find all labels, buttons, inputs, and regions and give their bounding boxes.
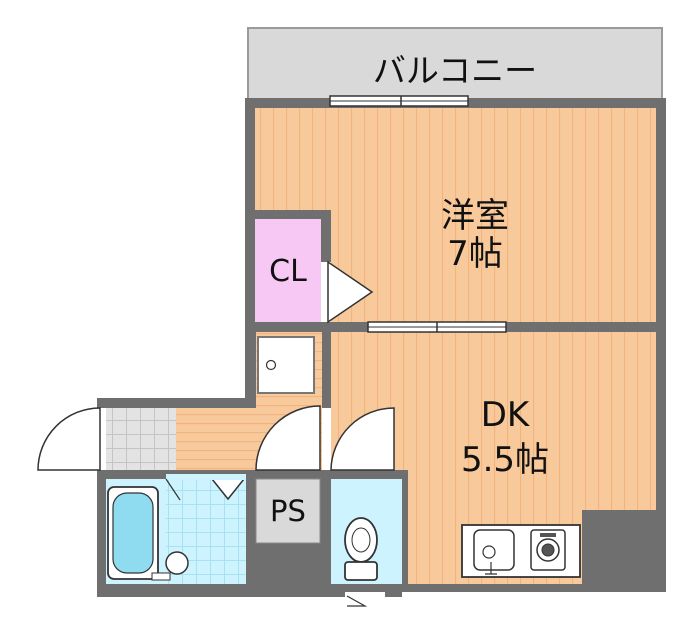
- toilet-door-gap: [345, 592, 385, 598]
- balcony-label: バルコニー: [372, 51, 538, 90]
- dk-name: DK: [480, 395, 530, 435]
- western-room-size: 7帖: [447, 234, 503, 274]
- balcony: [247, 27, 663, 101]
- washroom-opening: [166, 474, 246, 480]
- wall-closet-top: [245, 210, 331, 219]
- wall-toilet-right: [402, 470, 408, 592]
- entrance-door-icon: [37, 407, 101, 471]
- closet-door-icon: [327, 260, 374, 324]
- toilet-door-mark: [346, 595, 368, 607]
- toilet-icon: [344, 517, 378, 581]
- dk-door-icon: [330, 407, 395, 471]
- wall-dk-corner: [582, 510, 666, 592]
- pipe-space: [255, 478, 321, 544]
- bathtub-water: [112, 492, 154, 574]
- closet-label: CL: [269, 254, 307, 289]
- dk-size: 5.5帖: [460, 440, 550, 480]
- wall-wash-right: [246, 479, 255, 597]
- entrance-floor: [106, 408, 176, 470]
- wall-hall-bottom: [97, 470, 402, 479]
- closet-opening: [321, 262, 331, 322]
- pipe-space-label: PS: [270, 494, 306, 528]
- entrance-door-gap: [97, 408, 106, 470]
- dk-door-gap: [322, 408, 331, 470]
- washroom-door-icon: [255, 405, 321, 471]
- closet-floor: [255, 218, 321, 322]
- western-room-name: 洋室: [441, 196, 509, 236]
- drain-icon: [165, 551, 189, 575]
